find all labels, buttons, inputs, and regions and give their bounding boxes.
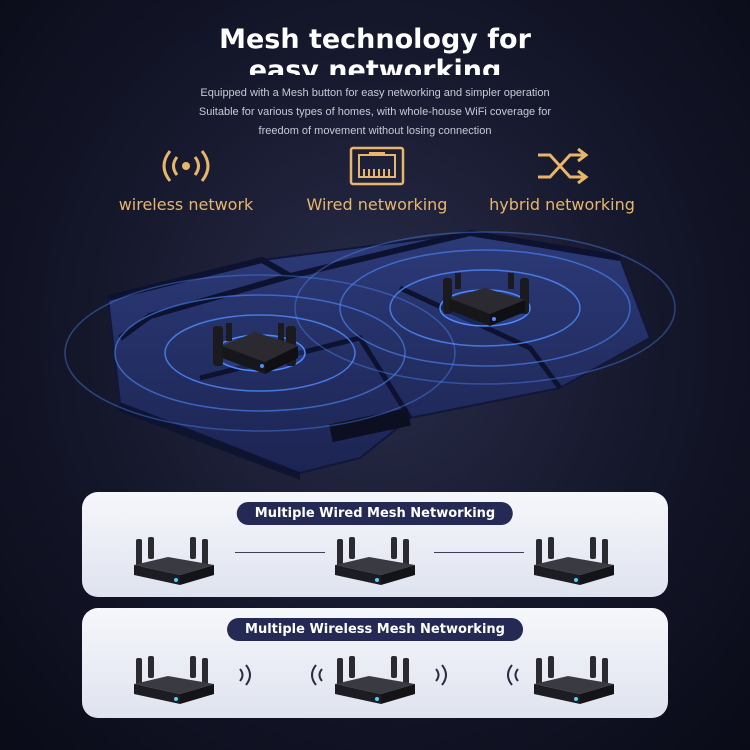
feature-label: wireless network [118,195,254,214]
floorplan-scene [64,229,676,480]
feature-wired: Wired networking [277,145,477,214]
router-icon [335,537,415,585]
feature-label: hybrid networking [489,195,635,214]
feature-row: wireless network Wired networking hybrid… [0,145,750,225]
feature-hybrid: hybrid networking [462,145,662,214]
feature-wireless: wireless network [86,145,286,214]
router-icon [134,537,214,585]
router-icon [534,537,614,585]
wired-mesh-title: Multiple Wired Mesh Networking [236,502,514,525]
shuffle-arrows-icon [538,147,589,185]
signal-left-icon [507,664,519,686]
headline-line-2: easy networking [248,55,502,75]
router-icon [534,656,614,704]
subtitle: Equipped with a Mesh button for easy net… [0,84,750,141]
subtitle-line: Suitable for various types of homes, wit… [198,106,552,118]
wired-mesh-panel: Multiple Wired Mesh Networking [82,492,668,597]
ethernet-port-icon [349,146,405,186]
subtitle-line: Equipped with a Mesh button for easy net… [200,87,550,99]
subtitle-line: freedom of movement without losing conne… [258,125,492,137]
headline-line-1: Mesh technology for [219,24,531,55]
router-icon [134,656,214,704]
wired-link [235,552,325,553]
signal-right-icon [435,664,447,686]
feature-label: Wired networking [306,195,448,214]
router-left [213,323,298,374]
signal-right-icon [239,664,251,686]
wired-link [434,552,524,553]
wireless-signal-icon [162,150,210,182]
signal-left-icon [311,664,323,686]
wireless-mesh-title: Multiple Wireless Mesh Networking [227,618,523,641]
headline: Mesh technology for easy networking [0,24,750,75]
router-icon [335,656,415,704]
floorplan [106,229,652,480]
router-right [443,273,529,326]
wireless-mesh-panel: Multiple Wireless Mesh Networking [82,608,668,718]
